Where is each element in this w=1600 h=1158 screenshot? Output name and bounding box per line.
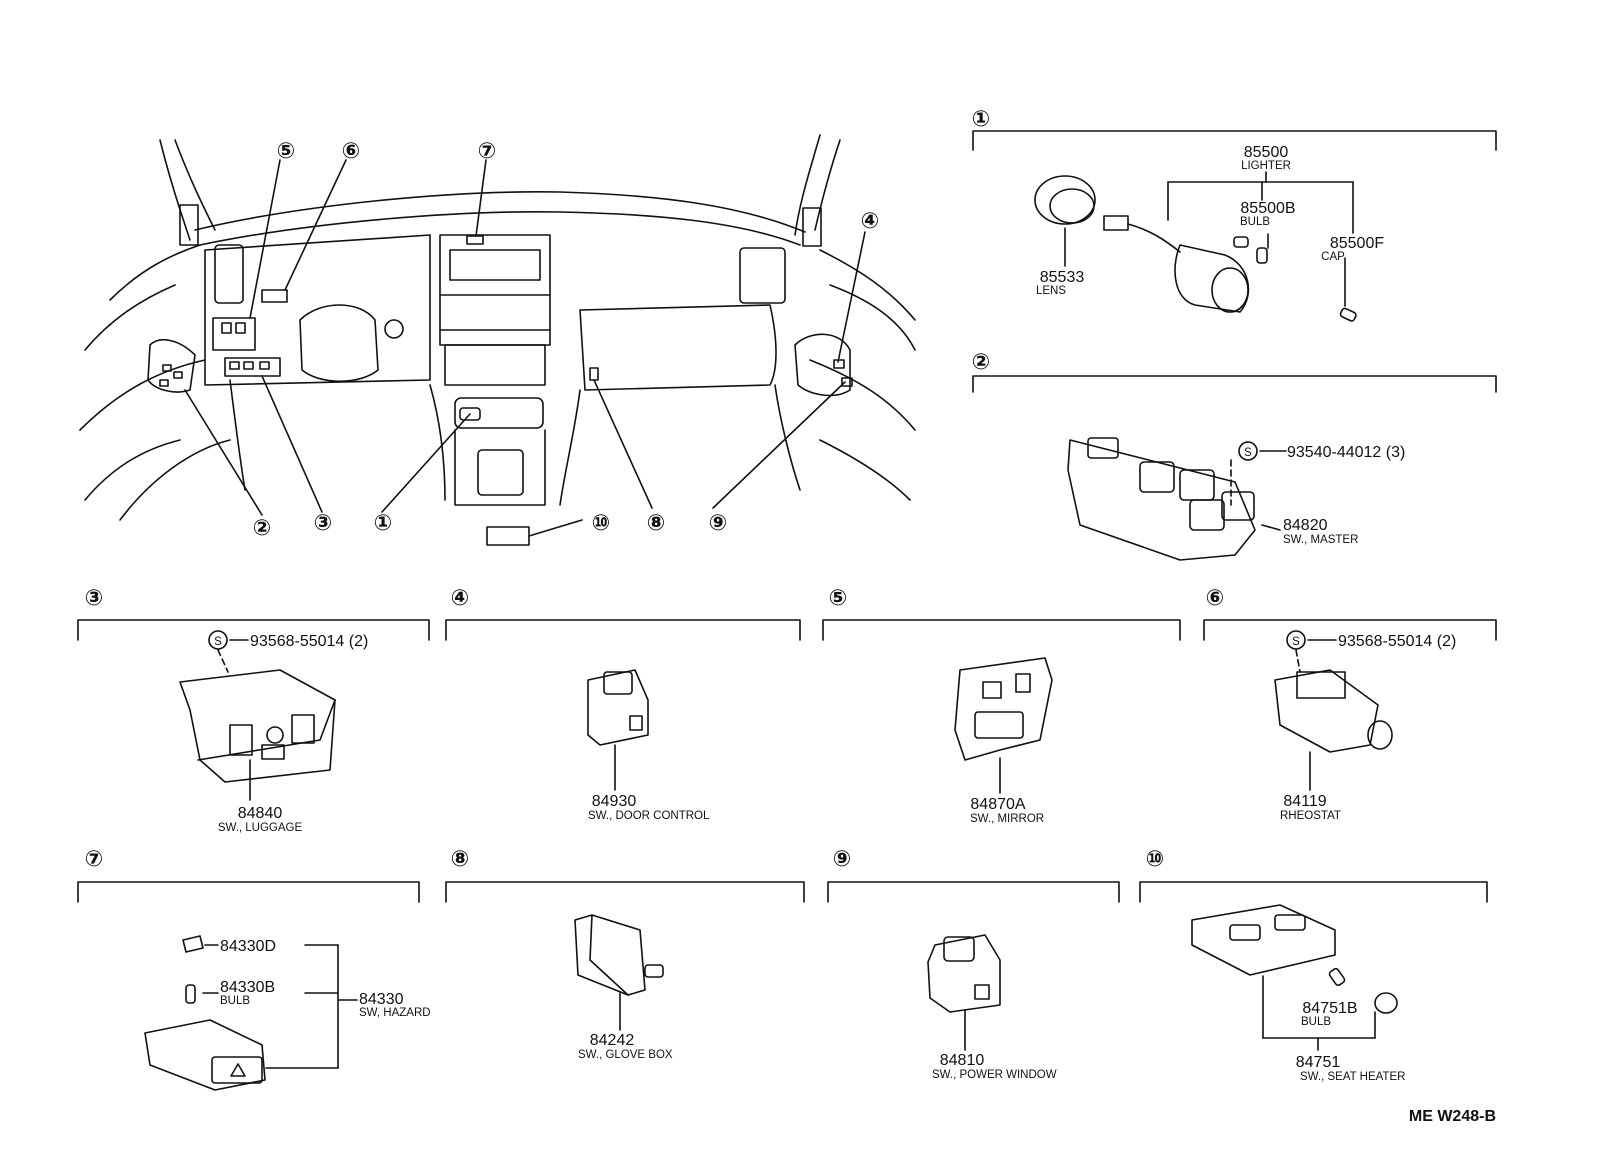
part-84330-num: 84330 (359, 991, 404, 1008)
section-1 (972, 130, 1497, 322)
callout-6: ⑥ (342, 139, 361, 164)
screw-93568-55014-s6: 93568-55014 (2) (1338, 633, 1456, 650)
callout-8: ⑧ (647, 511, 666, 536)
part-84751b-desc: BULB (1301, 1016, 1331, 1028)
callout-1: ① (374, 511, 393, 536)
part-85500-desc: LIGHTER (1241, 160, 1291, 172)
part-84242-desc: SW., GLOVE BOX (578, 1049, 673, 1061)
screw-symbol-s3: S (214, 636, 222, 648)
part-84870a-desc: SW., MIRROR (970, 813, 1044, 825)
overview-callouts: ⑤ ⑥ ⑦ ④ ② ③ ① ⑩ ⑧ ⑨ (253, 139, 880, 541)
part-84119-desc: RHEOSTAT (1280, 810, 1341, 822)
section-2-marker: ② (972, 350, 991, 375)
part-84242-num: 84242 (590, 1032, 635, 1049)
part-84330b-num: 84330B (220, 979, 275, 996)
part-84119-num: 84119 (1283, 793, 1326, 810)
section-9-marker: ⑨ (833, 847, 852, 872)
part-84840-desc: SW., LUGGAGE (218, 822, 303, 834)
part-85500f-desc: CAP (1321, 251, 1345, 263)
section-9 (827, 881, 1120, 1051)
dashboard-overview (79, 134, 916, 546)
section-7-marker: ⑦ (85, 847, 104, 872)
part-84840-num: 84840 (238, 805, 283, 822)
part-84751b-num: 84751B (1302, 1000, 1357, 1017)
part-85533-num: 85533 (1040, 269, 1085, 286)
callout-10: ⑩ (592, 511, 611, 536)
section-5 (822, 619, 1181, 794)
callout-7: ⑦ (478, 139, 497, 164)
part-85500f-num: 85500F (1330, 235, 1384, 252)
drawing-code: ME W248-B (1409, 1108, 1496, 1125)
section-6 (1203, 619, 1497, 791)
screw-93540-44012: 93540-44012 (3) (1287, 444, 1405, 461)
section-10 (1139, 881, 1488, 1051)
callout-2: ② (253, 516, 272, 541)
part-84330d-num: 84330D (220, 938, 276, 955)
part-85500b-desc: BULB (1240, 216, 1270, 228)
part-85500-num: 85500 (1244, 144, 1289, 161)
part-84330-desc: SW, HAZARD (359, 1007, 431, 1019)
screw-symbol-s6: S (1292, 636, 1300, 648)
part-84751-desc: SW., SEAT HEATER (1300, 1071, 1405, 1083)
part-84810-desc: SW., POWER WINDOW (932, 1069, 1057, 1081)
callout-5: ⑤ (277, 139, 296, 164)
section-8 (445, 881, 805, 1031)
section-4-marker: ④ (451, 586, 470, 611)
part-85500b-num: 85500B (1240, 200, 1295, 217)
part-84810-num: 84810 (940, 1052, 985, 1069)
section-10-marker: ⑩ (1146, 847, 1165, 872)
section-3-marker: ③ (85, 586, 104, 611)
part-84820-desc: SW., MASTER (1283, 534, 1358, 546)
callout-3: ③ (314, 511, 333, 536)
part-84870a-num: 84870A (970, 796, 1025, 813)
section-3 (77, 619, 430, 801)
section-8-marker: ⑧ (451, 847, 470, 872)
part-84330b-desc: BULB (220, 995, 250, 1007)
screw-symbol-s2: S (1244, 447, 1252, 459)
callout-9: ⑨ (709, 511, 728, 536)
part-85533-desc: LENS (1036, 285, 1066, 297)
section-2 (972, 375, 1497, 561)
section-4 (445, 619, 801, 791)
section-6-marker: ⑥ (1206, 586, 1225, 611)
part-84930-desc: SW., DOOR CONTROL (588, 810, 710, 822)
section-1-marker: ① (972, 107, 991, 132)
callout-4: ④ (861, 209, 880, 234)
section-5-marker: ⑤ (829, 586, 848, 611)
screw-93568-55014-s3: 93568-55014 (2) (250, 633, 368, 650)
section-7 (77, 881, 420, 1091)
part-84820-num: 84820 (1283, 517, 1328, 534)
part-84930-num: 84930 (592, 793, 637, 810)
part-84751-num: 84751 (1296, 1054, 1341, 1071)
